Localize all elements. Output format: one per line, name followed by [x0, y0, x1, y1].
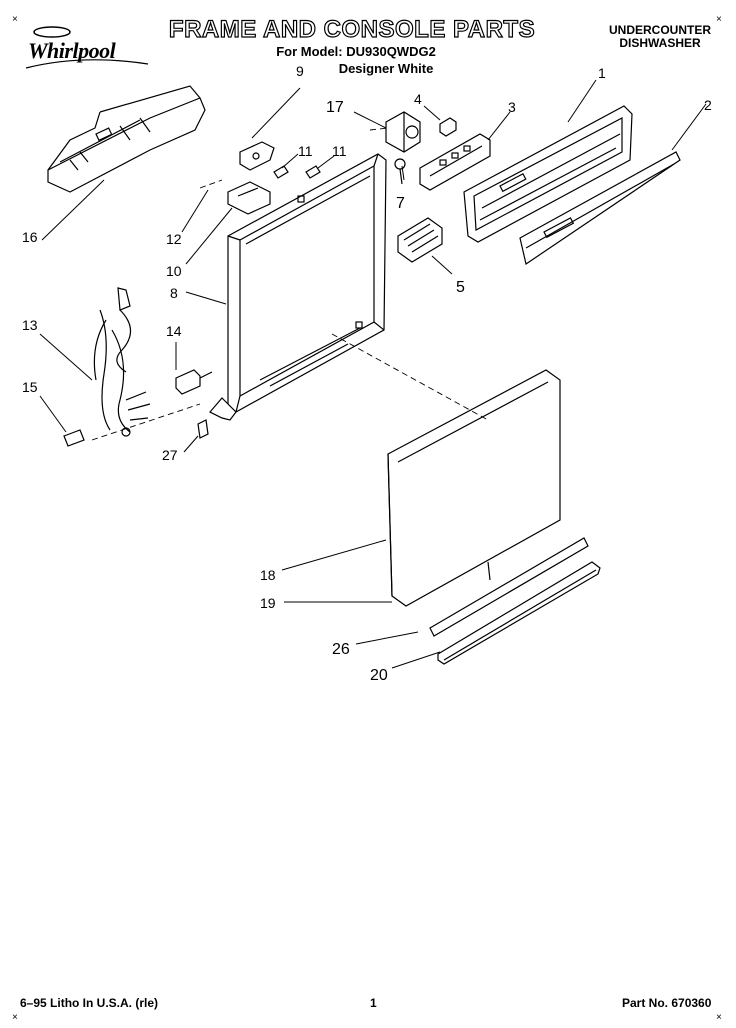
- callout-16: 16: [22, 229, 38, 245]
- callout-4: 4: [414, 91, 422, 107]
- part-14-switch: [175, 369, 213, 395]
- corner-mark-bottom-left: ×: [12, 1012, 18, 1023]
- part-17-switch: [385, 111, 421, 153]
- part-20-kick-trim: [437, 561, 601, 665]
- whirlpool-logo: Whirlpool: [22, 24, 152, 70]
- product-type-line2: DISHWASHER: [619, 36, 701, 50]
- part-13-wire-harness: [93, 287, 151, 437]
- logo-emblem-icon: [25, 26, 149, 69]
- alignment-lines: [91, 127, 489, 441]
- callout-20: 20: [370, 667, 388, 684]
- leader-lines: [39, 79, 707, 669]
- part-15-screw: [63, 429, 85, 447]
- callout-11-left: 11: [298, 143, 313, 159]
- callout-3: 3: [508, 99, 516, 115]
- callout-27: 27: [162, 447, 178, 463]
- callout-26: 26: [332, 641, 350, 658]
- part-2-trim-strip: [519, 151, 681, 265]
- part-1-console-panel: [463, 105, 633, 243]
- part-7-screw: [394, 158, 406, 185]
- part-5-connector: [397, 217, 443, 263]
- callout-2: 2: [704, 97, 712, 113]
- callout-5: 5: [456, 279, 465, 296]
- callout-11-right: 11: [332, 143, 347, 159]
- part-9-hinge: [239, 141, 275, 171]
- logo-wordmark: Whirlpool: [28, 38, 116, 63]
- product-type: UNDERCOUNTER DISHWASHER: [600, 24, 720, 50]
- callout-10: 10: [166, 263, 182, 279]
- part-4-clip: [439, 117, 457, 137]
- litho-note: 6–95 Litho In U.S.A. (rle): [20, 996, 159, 1010]
- callout-7: 7: [396, 195, 405, 212]
- part-16-cover: [47, 85, 206, 193]
- corner-mark-top-right: ×: [716, 14, 722, 25]
- callout-9: 9: [296, 63, 304, 79]
- corner-mark-top-left: ×: [12, 14, 18, 25]
- callout-1: 1: [598, 65, 606, 81]
- corner-mark-bottom-right: ×: [716, 1012, 722, 1023]
- callout-13: 13: [22, 317, 38, 333]
- part-3-control-module: [419, 133, 491, 191]
- page-number: 1: [370, 996, 377, 1010]
- page-title: FRAME AND CONSOLE PARTS: [168, 15, 536, 43]
- callout-14: 14: [166, 323, 182, 339]
- part-18-door-panel: [387, 369, 561, 607]
- part-number: Part No. 670360: [622, 996, 712, 1010]
- part-10-bracket: [227, 181, 271, 215]
- callout-12: 12: [166, 231, 182, 247]
- part-8-door-frame: [209, 153, 387, 421]
- callout-18: 18: [260, 567, 276, 583]
- callout-17: 17: [326, 99, 344, 116]
- part-26-bottom-trim: [429, 537, 589, 637]
- callout-8: 8: [170, 285, 178, 301]
- callout-15: 15: [22, 379, 38, 395]
- model-number: For Model: DU930QWDG2: [276, 44, 436, 59]
- color-name: Designer White: [338, 61, 434, 76]
- part-11-fasteners: [273, 165, 321, 179]
- callout-19: 19: [260, 595, 276, 611]
- part-27-clip: [197, 419, 209, 439]
- product-type-line1: UNDERCOUNTER: [609, 23, 711, 37]
